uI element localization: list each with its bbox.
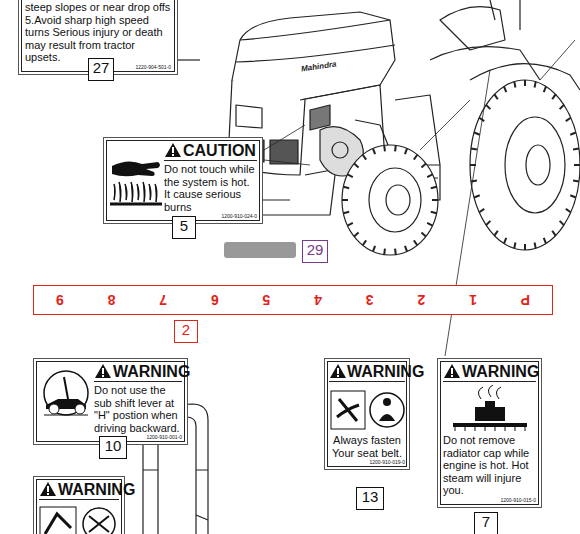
callout-text: 2 [175, 321, 197, 339]
gear-number: 2 [417, 292, 425, 308]
callout-number: 13 [356, 487, 384, 510]
decal-text: Always fasten Your seat belt. [329, 434, 405, 459]
callout-text: 5 [173, 217, 195, 235]
gear-number: 6 [211, 292, 219, 308]
callout-text: 13 [357, 488, 383, 506]
warning-decal: WARNING [33, 476, 125, 534]
decal-text: Do not remove radiator cap while engine … [443, 434, 536, 497]
warning-heading: WARNING [113, 362, 182, 381]
gear-number: 7 [159, 292, 167, 308]
brand-label: Mahindra [300, 59, 338, 73]
decal-icon [37, 504, 123, 534]
callout-number: 7 [474, 512, 498, 534]
callout-number: 27 [88, 58, 114, 81]
gear-number: 4 [314, 292, 322, 308]
gear-number: 1 [469, 292, 477, 308]
callout-text: 27 [89, 59, 113, 77]
heading-row: CAUTION [164, 141, 257, 161]
decal-text: Do not use the sub shift lever at "H" po… [94, 384, 182, 434]
gear-decal: P 1 2 3 4 5 6 7 8 9 [33, 285, 553, 315]
callout-number: 2 [174, 320, 198, 343]
callout-text: 7 [475, 513, 497, 531]
heading-row: WARNING [443, 362, 536, 382]
gear-number: P [521, 292, 530, 308]
decal-icon [329, 387, 407, 437]
part-code: 1200-910-019-0 [329, 459, 405, 466]
callout-number: 5 [172, 216, 196, 239]
callout-number: 29 [302, 240, 328, 263]
decal-icon [445, 385, 535, 437]
callout-text: 29 [303, 241, 327, 259]
gear-number: 9 [56, 292, 64, 308]
decal-icon [108, 144, 164, 214]
warning-heading: CAUTION [183, 141, 257, 160]
decal-icon [38, 369, 94, 421]
warning-decal: WARNING Do not remove radiator cap while … [437, 358, 542, 508]
callout-number: 10 [99, 436, 127, 459]
warning-decal: WARNING Do not use the sub shift lever at… [33, 358, 188, 445]
gear-number: 3 [366, 292, 374, 308]
warning-decal: CAUTION Do not touch while the system is … [103, 137, 263, 224]
heading-row: WARNING [329, 362, 405, 382]
warning-decal: WARNING Always fasten Your seat belt.1200… [324, 358, 410, 470]
gear-number: 5 [263, 292, 271, 308]
gear-number: 8 [108, 292, 116, 308]
decal-text: steep slopes or near drop offs 5.Avoid s… [25, 1, 171, 64]
callout-text: 10 [100, 437, 126, 455]
warning-heading: WARNING [462, 362, 536, 381]
heading-row: WARNING [94, 362, 182, 382]
decal-text: Do not touch while the system is hot. It… [164, 163, 257, 213]
part-code: 1200-910-015-0 [443, 497, 536, 504]
warning-heading: WARNING [58, 480, 119, 499]
heading-row: WARNING [39, 480, 119, 500]
warning-heading: WARNING [347, 362, 405, 381]
